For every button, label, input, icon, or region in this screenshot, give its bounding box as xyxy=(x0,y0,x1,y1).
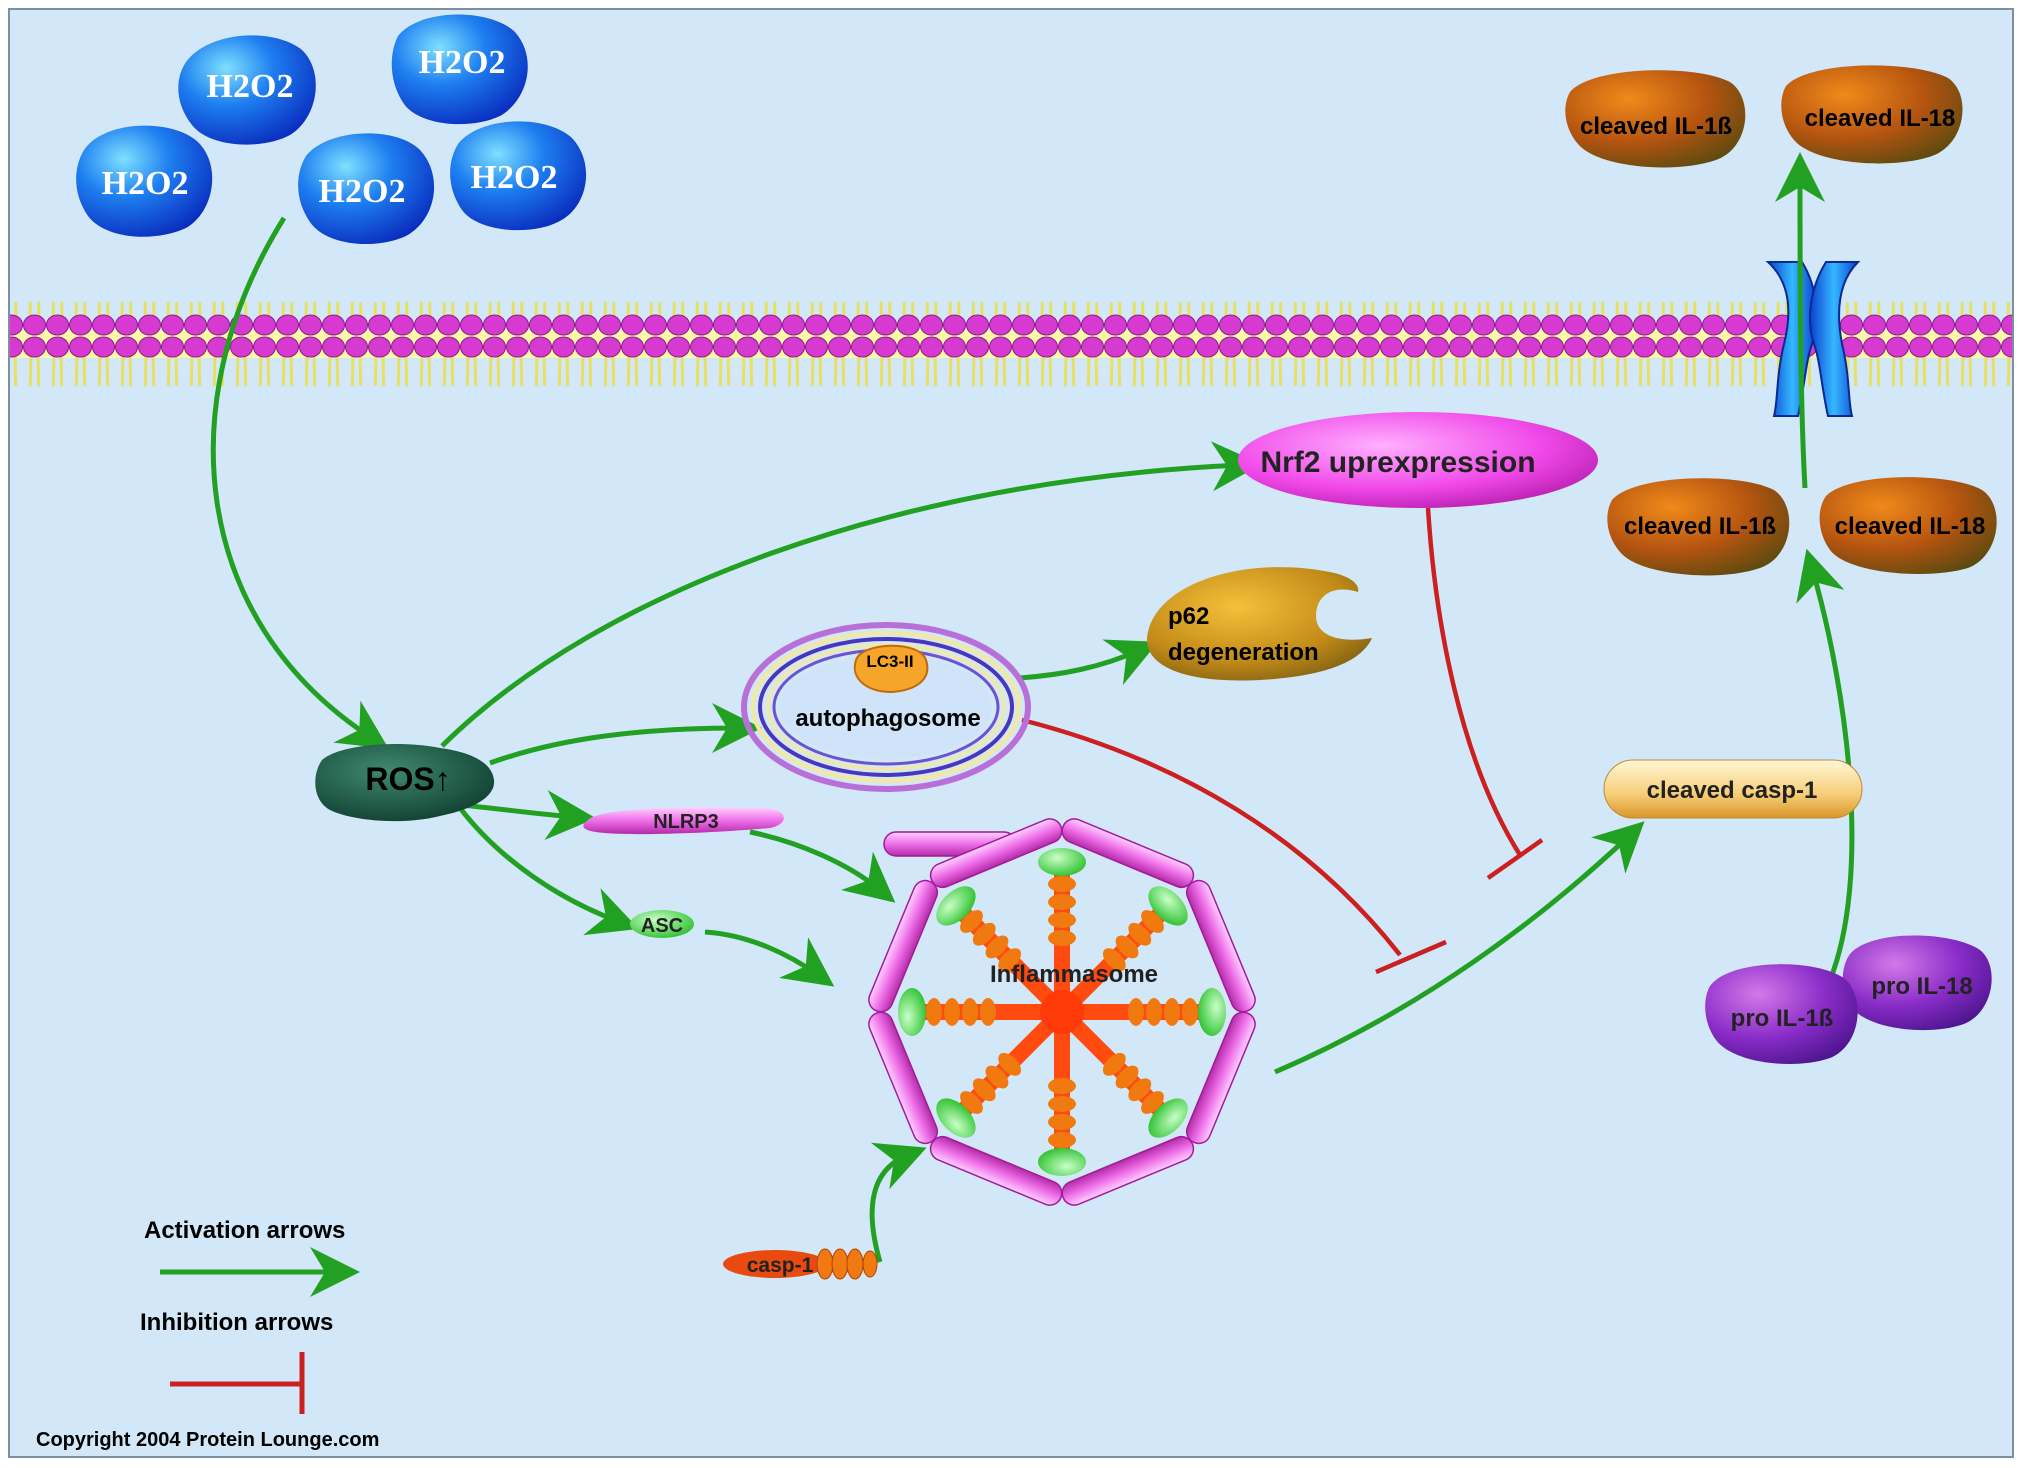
casp1-node: casp-1 xyxy=(723,1248,878,1280)
h2o2-molecule: H2O2 xyxy=(76,125,213,237)
h2o2-molecule: H2O2 xyxy=(298,133,435,245)
pro-il18-node: pro IL-18 xyxy=(1842,935,1992,1031)
svg-text:cleaved IL-18: cleaved IL-18 xyxy=(1835,513,1986,540)
svg-text:cleaved IL-1ß: cleaved IL-1ß xyxy=(1580,113,1732,140)
inflammasome: Inflammasome xyxy=(868,818,1256,1206)
pro-il1b-node: pro IL-1ß xyxy=(1705,964,1858,1064)
nlrp3-node: NLRP3 xyxy=(583,807,784,835)
svg-text:Inflammasome: Inflammasome xyxy=(990,961,1158,988)
svg-text:cleaved casp-1: cleaved casp-1 xyxy=(1647,777,1818,804)
svg-text:casp-1: casp-1 xyxy=(747,1254,814,1277)
svg-text:pro IL-18: pro IL-18 xyxy=(1871,973,1972,1000)
copyright-text: Copyright 2004 Protein Lounge.com xyxy=(36,1429,379,1451)
h2o2-molecule: H2O2 xyxy=(178,35,316,145)
legend-inhibition-label: Inhibition arrows xyxy=(140,1309,333,1336)
svg-text:LC3-II: LC3-II xyxy=(866,652,913,671)
arrow-h2o2-ros xyxy=(210,216,389,749)
svg-text:H2O2: H2O2 xyxy=(207,68,294,105)
inhibit-nrf2 xyxy=(1425,507,1522,857)
arrow-ros-nrf2 xyxy=(440,441,1262,748)
h2o2-molecule: H2O2 xyxy=(391,14,528,125)
svg-text:p62: p62 xyxy=(1168,603,1209,630)
h2o2-molecule: H2O2 xyxy=(450,121,587,231)
cleaved-il18-outside-node: cleaved IL-18 xyxy=(1781,65,1963,164)
svg-text:pro IL-1ß: pro IL-1ß xyxy=(1731,1005,1834,1032)
cell-membrane xyxy=(10,302,2012,386)
svg-text:NLRP3: NLRP3 xyxy=(653,811,719,833)
arrow-autophagosome-p62 xyxy=(1019,639,1159,686)
cleaved-casp1-node: cleaved casp-1 xyxy=(1603,759,1863,819)
svg-text:H2O2: H2O2 xyxy=(471,159,558,196)
arrow-ros-nlrp3 xyxy=(461,790,596,841)
svg-text:autophagosome: autophagosome xyxy=(795,705,980,732)
svg-text:ASC: ASC xyxy=(641,915,683,937)
cleaved-il1b-outside-node: cleaved IL-1ß xyxy=(1565,70,1746,168)
lc3-ii: LC3-II xyxy=(853,644,929,694)
arrow-asc-inflammasome xyxy=(704,929,835,987)
arrow-cleaved-export xyxy=(1775,152,1826,489)
asc-node: ASC xyxy=(630,910,694,938)
arrow-ros-autophagosome xyxy=(489,703,762,766)
autophagosome: autophagosome LC3-II xyxy=(741,622,1031,792)
cleaved-il1b-inside-node: cleaved IL-1ß xyxy=(1607,478,1790,576)
cleaved-il18-inside-node: cleaved IL-18 xyxy=(1819,477,1997,574)
arrow-ros-asc xyxy=(458,806,639,936)
svg-text:degeneration: degeneration xyxy=(1168,639,1319,666)
svg-text:Nrf2 uprexpression: Nrf2 uprexpression xyxy=(1260,446,1535,479)
legend-activation-label: Activation arrows xyxy=(144,1217,345,1244)
nrf2-node: Nrf2 uprexpression xyxy=(1238,412,1598,508)
svg-text:H2O2: H2O2 xyxy=(319,173,406,210)
arrow-casp1-inflammasome xyxy=(869,1142,927,1263)
svg-text:cleaved IL-1ß: cleaved IL-1ß xyxy=(1624,513,1776,540)
inhibition-arrows xyxy=(1021,507,1544,975)
p62-degeneration: p62 degeneration xyxy=(1146,567,1372,681)
inhibit-autophagosome xyxy=(1021,717,1402,957)
svg-text:ROS↑: ROS↑ xyxy=(365,761,450,797)
svg-text:H2O2: H2O2 xyxy=(419,44,506,81)
legend: Activation arrows Inhibition arrows xyxy=(140,1217,360,1414)
arrow-nlrp3-inflammasome xyxy=(749,829,896,903)
arrow-inflammasome-cleavedcasp1 xyxy=(1274,821,1645,1075)
membrane-channel xyxy=(1765,261,1861,417)
activation-arrows xyxy=(210,152,1855,1263)
svg-text:cleaved IL-18: cleaved IL-18 xyxy=(1805,105,1956,132)
h2o2-molecules: H2O2 H2O2 H2O2 H2O2 H2O2 xyxy=(76,14,587,245)
ros-node: ROS↑ xyxy=(315,744,495,822)
svg-text:H2O2: H2O2 xyxy=(102,165,189,202)
legend-inhibition-arrow xyxy=(170,1352,305,1414)
